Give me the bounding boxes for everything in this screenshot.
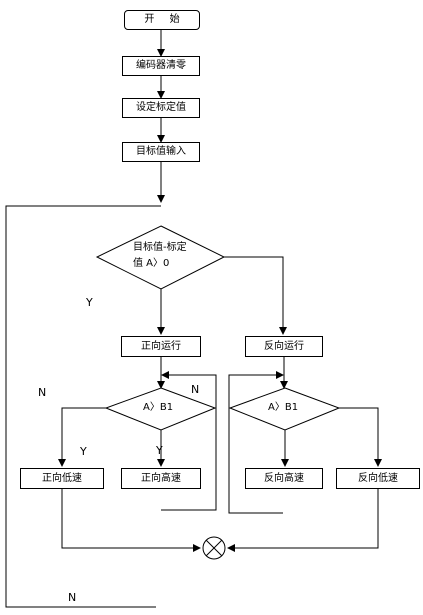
reverse-loop-line <box>228 371 284 514</box>
merge-left-line <box>61 489 201 552</box>
reverse-run-node: 反向运行 <box>245 336 323 357</box>
target-input-node: 目标值输入 <box>122 142 200 162</box>
loop-back-line <box>5 205 161 608</box>
label-yes-main: Y <box>86 296 93 309</box>
forward-run-node: 正向运行 <box>121 336 201 357</box>
decision-reverse-label: A〉B1 <box>268 402 299 413</box>
encoder-reset-node: 编码器清零 <box>122 56 200 76</box>
reverse-high-node: 反向高速 <box>245 468 323 489</box>
label-no-loop-bottom: N <box>68 591 77 604</box>
forward-loop-line <box>161 371 217 511</box>
forward-low-node: 正向低速 <box>20 468 104 489</box>
decision-forward-label: A〉B1 <box>143 402 174 413</box>
decision-main-label-1: 目标值-标定 <box>133 242 187 253</box>
arrow-forward-low <box>58 407 106 467</box>
reverse-low-node: 反向低速 <box>336 468 420 489</box>
arrow-main-no <box>224 256 287 335</box>
start-node: 开 始 <box>124 10 200 30</box>
forward-high-node: 正向高速 <box>121 468 201 489</box>
merge-right-line <box>227 489 379 552</box>
label-yes-forward-left: Y <box>80 445 87 458</box>
merge-junction-icon <box>202 536 226 560</box>
label-no-forward: N <box>38 386 47 399</box>
decision-main-label-2: 值 A〉0 <box>133 258 170 269</box>
label-no-forward-right: N <box>191 383 200 396</box>
set-calibration-node: 设定标定值 <box>122 98 200 118</box>
label-yes-forward-down: Y <box>156 444 163 457</box>
arrow-reverse-low <box>339 407 382 467</box>
